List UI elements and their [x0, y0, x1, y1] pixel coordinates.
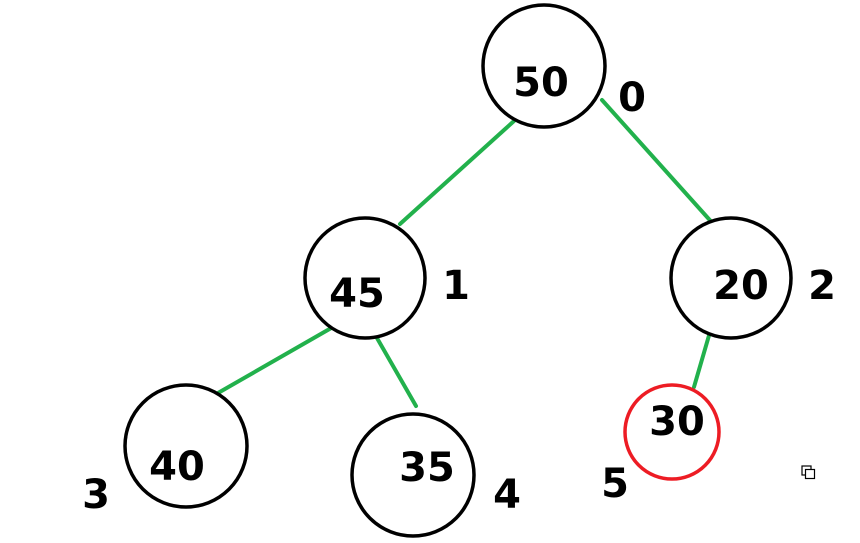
edge-2-5 — [692, 330, 712, 389]
node-circle-highlighted — [623, 383, 721, 481]
node-value: 45 — [329, 271, 385, 317]
tree-node: 20 2 — [669, 216, 836, 340]
edge-1-3 — [216, 325, 335, 395]
node-value: 35 — [399, 445, 455, 491]
node-index-label: 1 — [442, 263, 470, 309]
node-index-label: 2 — [808, 263, 836, 309]
node-circle — [350, 412, 476, 538]
node-circle — [303, 216, 427, 340]
node-circle — [481, 3, 607, 129]
edge-0-2 — [600, 98, 718, 229]
tree-node: 35 4 — [350, 412, 521, 538]
node-index-label: 0 — [618, 75, 646, 121]
tree-node-highlighted: 30 5 — [601, 383, 721, 507]
node-value: 50 — [513, 60, 569, 106]
tree-node: 50 0 — [481, 3, 646, 129]
node-value: 40 — [149, 444, 205, 490]
node-index-label: 3 — [82, 472, 110, 518]
edge-0-1 — [398, 119, 516, 226]
tree-node: 45 1 — [303, 216, 470, 340]
node-index-label: 5 — [601, 461, 629, 507]
node-circle — [123, 383, 249, 509]
node-value: 30 — [649, 399, 705, 445]
node-circle — [669, 216, 793, 340]
tree-node: 40 3 — [82, 383, 249, 518]
copy-icon[interactable] — [801, 465, 816, 480]
node-value: 20 — [713, 263, 769, 309]
node-index-label: 4 — [493, 472, 521, 518]
edge-1-4 — [375, 336, 418, 408]
